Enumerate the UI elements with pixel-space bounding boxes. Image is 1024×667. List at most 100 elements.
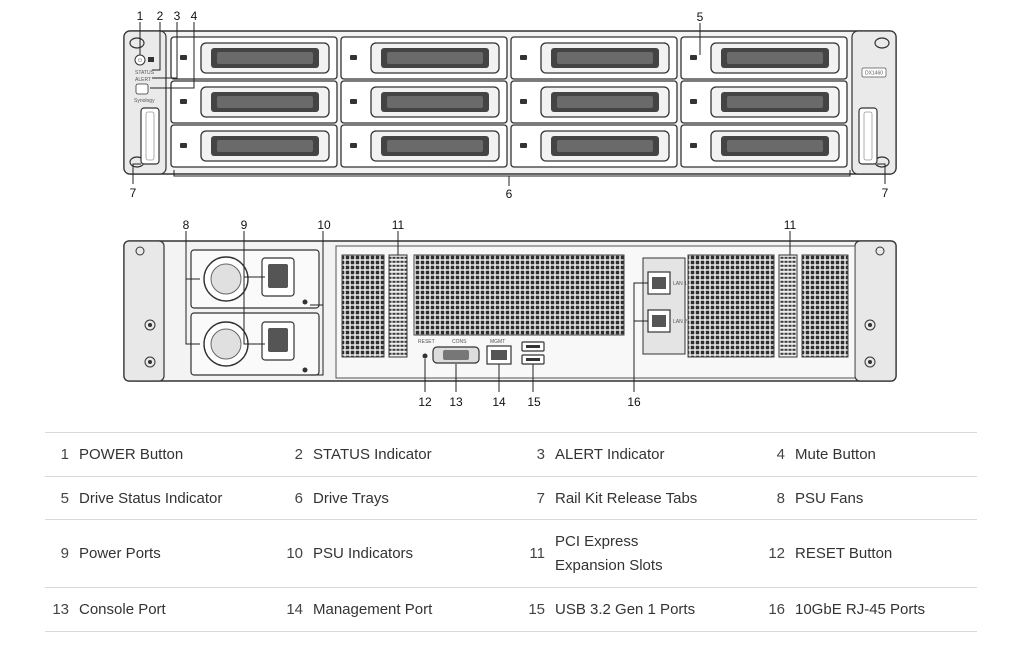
legend-number: 4 <box>776 446 785 463</box>
drive-status-led <box>180 99 187 104</box>
drive-tray <box>680 36 848 80</box>
psu-indicator-lower <box>302 367 308 373</box>
drive-status-led <box>690 55 697 60</box>
reset-button <box>422 353 428 359</box>
drive-bays <box>170 36 848 168</box>
svg-text:LAN 2: LAN 2 <box>673 319 687 325</box>
drive-status-led <box>520 99 527 104</box>
callout-14: 14 <box>492 395 506 409</box>
legend-number: 10 <box>286 545 303 562</box>
rear-view: RESET CONS MGMT LAN 1 LAN 2 <box>123 240 897 382</box>
status-led-label: STATUS <box>135 70 155 76</box>
drive-tray <box>170 36 338 80</box>
drive-tray <box>510 124 678 168</box>
drive-status-led <box>350 99 357 104</box>
callout-7-right: 7 <box>882 186 889 200</box>
legend-label: ALERT Indicator <box>555 446 665 463</box>
drive-status-led <box>520 143 527 148</box>
callout-4: 4 <box>191 9 198 23</box>
svg-text:DX1460: DX1460 <box>865 71 883 77</box>
callout-6: 6 <box>506 187 513 201</box>
drive-status-led <box>180 143 187 148</box>
callout-7-left: 7 <box>130 186 137 200</box>
drive-status-led <box>690 99 697 104</box>
drive-status-led <box>520 55 527 60</box>
callout-1: 1 <box>137 9 144 23</box>
legend-label: Mute Button <box>795 446 876 463</box>
legend-label: Console Port <box>79 601 166 618</box>
callout-3: 3 <box>174 9 181 23</box>
drive-tray <box>170 80 338 124</box>
callout-15: 15 <box>527 395 541 409</box>
drive-tray <box>680 124 848 168</box>
drive-tray <box>170 124 338 168</box>
rear-grill-center <box>413 254 625 336</box>
drive-tray <box>340 80 508 124</box>
callout-8: 8 <box>183 218 190 232</box>
pcie-slot-left <box>388 254 408 358</box>
rear-grill-right-b <box>801 254 849 358</box>
legend-number: 9 <box>60 545 69 562</box>
legend-row: 9 Power Ports 10 PSU Indicators 11 PCI Expres… <box>45 519 977 588</box>
alert-led-label: ALERT <box>135 77 151 83</box>
legend-number: 15 <box>528 601 545 618</box>
legend-number: 14 <box>286 601 303 618</box>
leader-lines <box>132 22 886 392</box>
callout-11-right: 11 <box>784 218 797 232</box>
drive-status-led <box>350 55 357 60</box>
callout-12: 12 <box>418 395 432 409</box>
rail-tab-right <box>858 107 878 165</box>
callout-13: 13 <box>449 395 463 409</box>
drive-status-led <box>690 143 697 148</box>
callout-16: 16 <box>627 395 641 409</box>
legend-label: PSU Fans <box>795 489 864 507</box>
legend-label: Rail Kit Release Tabs <box>555 489 698 507</box>
drive-tray <box>340 36 508 80</box>
legend-number: 12 <box>768 545 785 562</box>
psu-indicator-upper <box>302 299 308 305</box>
legend-number: 7 <box>536 489 545 507</box>
legend-label: Management Port <box>313 601 433 618</box>
brand-label: Synology <box>134 98 155 104</box>
callout-10: 10 <box>317 218 331 232</box>
legend-number: 3 <box>536 446 545 463</box>
legend-number: 8 <box>776 489 785 507</box>
callout-5: 5 <box>697 10 704 24</box>
drive-status-led <box>180 55 187 60</box>
callout-9: 9 <box>241 218 248 232</box>
legend-label: Drive Trays <box>313 489 389 507</box>
drive-status-led <box>350 143 357 148</box>
model-badge <box>861 67 887 78</box>
reset-label: RESET <box>418 339 435 345</box>
legend-number: 2 <box>294 446 303 463</box>
psu-upper <box>190 249 320 309</box>
legend-label: RESET Button <box>795 545 893 562</box>
drive-tray <box>510 36 678 80</box>
drive-tray <box>680 80 848 124</box>
legend-label: Drive Status Indicator <box>79 489 223 507</box>
rail-tab-left <box>140 107 160 165</box>
callout-2: 2 <box>157 9 164 23</box>
svg-text:LAN 1: LAN 1 <box>673 281 687 287</box>
mute-button <box>135 83 149 95</box>
legend-label: POWER Button <box>79 446 184 463</box>
drive-tray <box>510 80 678 124</box>
callout-11-left: 11 <box>392 218 405 232</box>
rear-grill-right-a <box>687 254 775 358</box>
drive-tray <box>340 124 508 168</box>
rear-grill-left <box>341 254 385 358</box>
legend-label: USB 3.2 Gen 1 Ports <box>555 601 696 618</box>
pcie-slot-right <box>778 254 798 358</box>
legend-number: 11 <box>529 545 545 562</box>
legend-label: PCI Express Expansion Slots <box>555 532 663 574</box>
legend-number: 1 <box>60 446 69 463</box>
nas-hardware-diagram: ⏻ STATUS ALERT Synology DX1460 <box>123 9 897 409</box>
front-view: ⏻ STATUS ALERT Synology DX1460 <box>123 30 897 175</box>
legend-label: Power Ports <box>79 545 161 562</box>
legend-label: PSU Indicators <box>313 545 414 562</box>
front-control-panel: ⏻ STATUS ALERT Synology DX1460 <box>134 54 887 104</box>
